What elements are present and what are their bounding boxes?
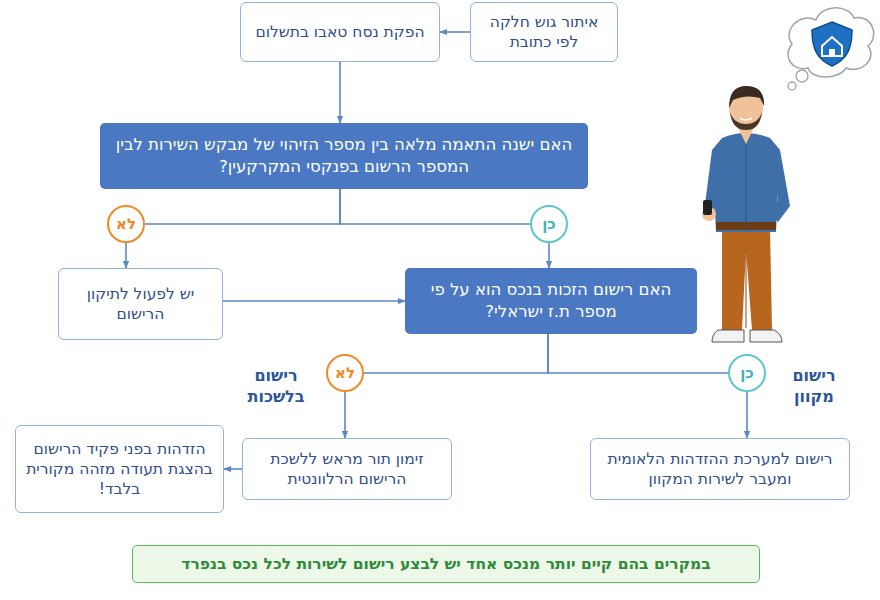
man-figure [712,330,744,342]
shield-icon [812,22,852,66]
node-text: לא [116,215,136,233]
man-figure [772,150,790,222]
node-text: רישום למערכת ההזדהות הלאומית ומעבר לשירו… [601,449,839,489]
node-text: כן [740,364,754,382]
node-text: יש לפעול לתיקון הרישום [69,284,212,324]
man-figure [740,118,752,120]
node-text: הפקת נסח טאבו בתשלום [255,22,424,42]
text-group: רישום למערכת ההזדהות הלאומית ומעבר לשירו… [601,449,839,489]
shield-icon [829,49,835,56]
node-text: האם רישום הזכות בנכס הוא על פי מספר ת.ז … [417,279,685,324]
thought-bubble [796,70,808,82]
man-figure [746,144,747,228]
text-group: במקרים בהם קיים יותר מנכס אחד יש לבצע רי… [181,555,710,573]
man-figure [712,133,780,232]
man-figure [702,86,790,342]
man-figure [738,128,754,144]
branch-label: רישום מקוון [776,366,852,408]
flow-connector [145,189,340,224]
text-group: הפקת נסח טאבו בתשלום [255,22,424,42]
shield-icon [812,22,852,66]
thought-bubble [788,8,874,77]
answer-circle: לא [107,205,145,243]
man-figure [703,200,712,215]
man-figure [704,150,722,214]
node-text: הזדהות בפני פקיד הרישום בהצגת תעודה מזהה… [26,439,213,499]
decision-band: האם ישנה התאמה מלאה בין מספר הזיהוי של מ… [100,123,588,189]
flow-connector [344,392,346,438]
man-figure [746,250,747,328]
thought-bubble [788,82,796,90]
text-group: זימון תור מראש ללשכת הרישום הרלוונטית [253,449,441,489]
node-text: איתור גוש חלקה לפי כתובת [481,12,607,52]
process-box: יש לפעול לתיקון הרישום [58,268,223,340]
answer-circle: כן [728,354,766,392]
man-figure [750,330,782,342]
text-group: איתור גוש חלקה לפי כתובת [481,12,607,52]
flow-connector [340,189,530,224]
process-box: הפקת נסח טאבו בתשלום [240,2,440,62]
flow-connector [364,334,548,373]
flow-connector [548,334,728,373]
node-text: זימון תור מראש ללשכת הרישום הרלוונטית [253,449,441,489]
note-box: במקרים בהם קיים יותר מנכס אחד יש לבצע רי… [132,545,760,583]
flow-connector [224,468,242,470]
branch-label: רישום בלשכות [238,366,314,408]
flow-connector [125,243,127,268]
process-box: זימון תור מראש ללשכת הרישום הרלוונטית [242,438,452,500]
shield-icon [822,37,842,56]
man-figure [729,86,764,108]
node-text: במקרים בהם קיים יותר מנכס אחד יש לבצע רי… [181,555,710,573]
man-figure [730,112,762,130]
process-box: הזדהות בפני פקיד הרישום בהצגת תעודה מזהה… [15,425,224,513]
flow-connector [440,31,470,33]
text-group: לא [335,364,355,382]
text-group: כן [740,364,754,382]
process-box: איתור גוש חלקה לפי כתובת [470,2,618,62]
answer-circle: כן [530,205,568,243]
node-text: לא [335,364,355,382]
text-group: האם רישום הזכות בנכס הוא על פי מספר ת.ז … [417,279,685,324]
text-group: לא [116,215,136,233]
decision-band: האם רישום הזכות בנכס הוא על פי מספר ת.ז … [405,268,697,334]
man-figure [722,228,772,330]
text-group: הזדהות בפני פקיד הרישום בהצגת תעודה מזהה… [26,439,213,499]
process-box: רישום למערכת ההזדהות הלאומית ומעבר לשירו… [590,438,850,500]
text-group: האם ישנה התאמה מלאה בין מספר הזיהוי של מ… [112,134,576,179]
node-text: כן [542,215,556,233]
flow-connector [223,300,405,302]
flow-connector [339,62,341,123]
flow-connector [548,243,550,268]
node-text: האם ישנה התאמה מלאה בין מספר הזיהוי של מ… [112,134,576,179]
text-group: יש לפעול לתיקון הרישום [69,284,212,324]
flow-connector [746,392,748,438]
answer-circle: לא [326,354,364,392]
thought-bubble [788,8,874,90]
text-group: כן [542,215,556,233]
